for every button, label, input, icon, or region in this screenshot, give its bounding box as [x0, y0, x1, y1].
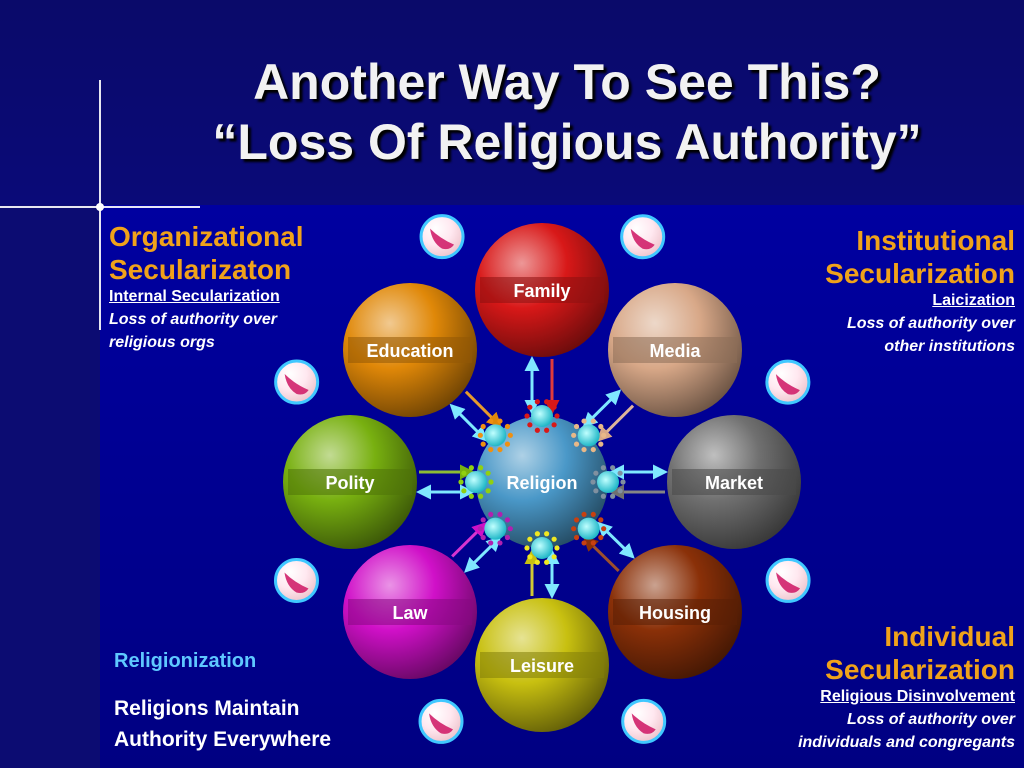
pill-icon: [765, 557, 811, 603]
organizational-desc-2: religious orgs: [109, 334, 215, 351]
node-sphere-religion: [476, 416, 608, 548]
arrow-inward-education: [464, 390, 502, 428]
node-label-law: Law: [392, 603, 428, 623]
organizational-heading-2: Secularizaton: [109, 254, 292, 285]
institutional-desc-1: Loss of authority over: [846, 315, 1015, 332]
node-education: Education: [343, 283, 477, 417]
organizational-heading-1: Organizational: [109, 221, 304, 252]
religionization-desc-1: Religions Maintain: [114, 697, 300, 720]
starburst-icon: [477, 511, 513, 546]
individual-subheading: Religious Disinvolvement: [820, 688, 1015, 705]
organizational-secularization-block: Organizational Secularizaton Internal Se…: [109, 220, 303, 354]
arrow-outward-media: [582, 389, 622, 428]
individual-desc-1: Loss of authority over: [846, 711, 1015, 728]
pill-icon: [273, 558, 319, 604]
node-label-market: Market: [705, 473, 763, 493]
node-media: Media: [608, 283, 742, 417]
node-housing: Housing: [608, 545, 742, 679]
organizational-subheading: Internal Secularization: [109, 288, 280, 305]
node-label-media: Media: [649, 341, 701, 361]
node-religion: Religion: [476, 416, 608, 548]
node-label-housing: Housing: [639, 603, 711, 623]
title-line-1: Another Way To See This?: [253, 54, 881, 110]
institutional-desc-2: other institutions: [884, 338, 1015, 355]
religionization-desc-2: Authority Everywhere: [114, 728, 332, 751]
starburst-icon: [477, 418, 513, 453]
node-law: Law: [343, 545, 477, 679]
pill-icon: [620, 214, 666, 260]
individual-secularization-block: Individual Secularization Religious Disi…: [798, 620, 1015, 754]
individual-heading-1: Individual: [884, 621, 1015, 652]
left-band: [0, 205, 100, 768]
page-title: Another Way To See This? “Loss Of Religi…: [0, 52, 1024, 172]
starburst-icon: [458, 465, 494, 499]
institutional-secularization-block: Institutional Secularization Laicization…: [825, 224, 1015, 358]
starburst-icon: [571, 418, 607, 453]
node-polity: Polity: [283, 415, 417, 549]
node-leisure: Leisure: [475, 598, 609, 732]
religionization-desc: Religions Maintain Authority Everywhere: [114, 693, 331, 755]
starburst-icon: [571, 511, 607, 546]
title-line-2: “Loss Of Religious Authority”: [212, 114, 922, 170]
organizational-desc-1: Loss of authority over: [109, 311, 278, 328]
arrow-inward-housing: [582, 535, 620, 572]
node-market: Market: [667, 415, 801, 549]
religionization-block: Religionization Religions Maintain Autho…: [114, 650, 331, 755]
institutional-heading-2: Secularization: [825, 258, 1015, 289]
starburst-icon: [524, 399, 560, 433]
pill-icon: [419, 214, 465, 260]
node-label-family: Family: [513, 281, 570, 301]
node-label-religion: Religion: [507, 473, 578, 493]
node-label-leisure: Leisure: [510, 656, 574, 676]
starburst-icon: [590, 465, 626, 499]
pill-icon: [274, 359, 320, 405]
institutional-heading-1: Institutional: [856, 225, 1015, 256]
religionization-heading: Religionization: [114, 650, 257, 672]
title-band: [0, 0, 1024, 205]
node-family: Family: [475, 223, 609, 357]
pill-icon: [621, 698, 667, 744]
individual-heading-2: Secularization: [825, 654, 1015, 685]
sparkle-center: [96, 203, 104, 211]
node-label-education: Education: [366, 341, 453, 361]
node-label-polity: Polity: [325, 473, 374, 493]
starburst-icon: [524, 531, 560, 565]
institutional-subheading: Laicization: [932, 292, 1015, 309]
pill-icon: [418, 698, 464, 744]
pill-icon: [765, 359, 811, 405]
arrow-outward-law: [464, 536, 502, 573]
individual-desc-2: individuals and congregants: [798, 734, 1015, 751]
